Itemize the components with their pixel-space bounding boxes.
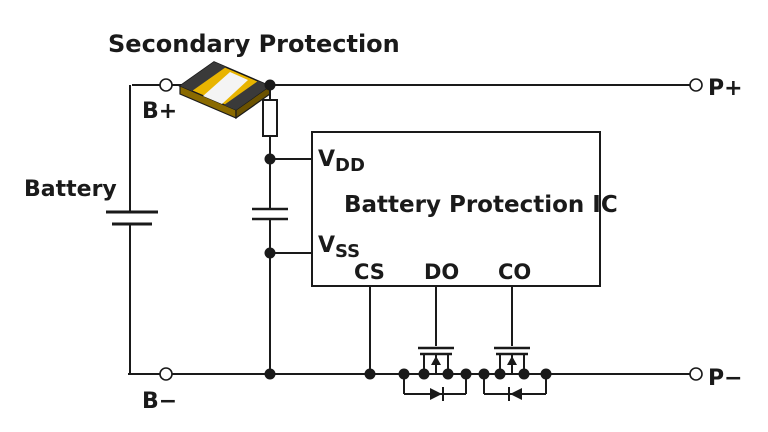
p-minus-terminal (689, 367, 703, 381)
p-minus-label: P− (708, 366, 743, 391)
b-plus-terminal (159, 78, 173, 92)
vss-pin-label: VSS (318, 233, 360, 262)
do-pin-label: DO (424, 260, 459, 284)
b-plus-label: B+ (142, 99, 177, 124)
b-minus-label: B− (142, 389, 177, 414)
body-diode-discharge (403, 374, 467, 401)
ic-label: Battery Protection IC (344, 192, 618, 218)
battery-symbol (106, 210, 158, 226)
discharge-mosfet (404, 346, 466, 375)
diagram-title: Secondary Protection (108, 30, 400, 58)
p-plus-label: P+ (708, 76, 743, 101)
p-plus-terminal (689, 78, 703, 92)
cs-pin-label: CS (354, 260, 385, 284)
battery-label: Battery (24, 177, 117, 202)
ic-pin-wires (369, 286, 513, 374)
secondary-protection-fuse (178, 61, 272, 120)
ic-box (311, 131, 601, 287)
co-pin-label: CO (498, 260, 531, 284)
filter-branch (252, 85, 312, 374)
vdd-pin-label: VDD (318, 147, 365, 176)
charge-mosfet (466, 346, 546, 375)
resistor (262, 99, 278, 137)
b-minus-terminal (159, 367, 173, 381)
junction-dots (264, 79, 552, 380)
body-diode-charge (483, 374, 547, 401)
